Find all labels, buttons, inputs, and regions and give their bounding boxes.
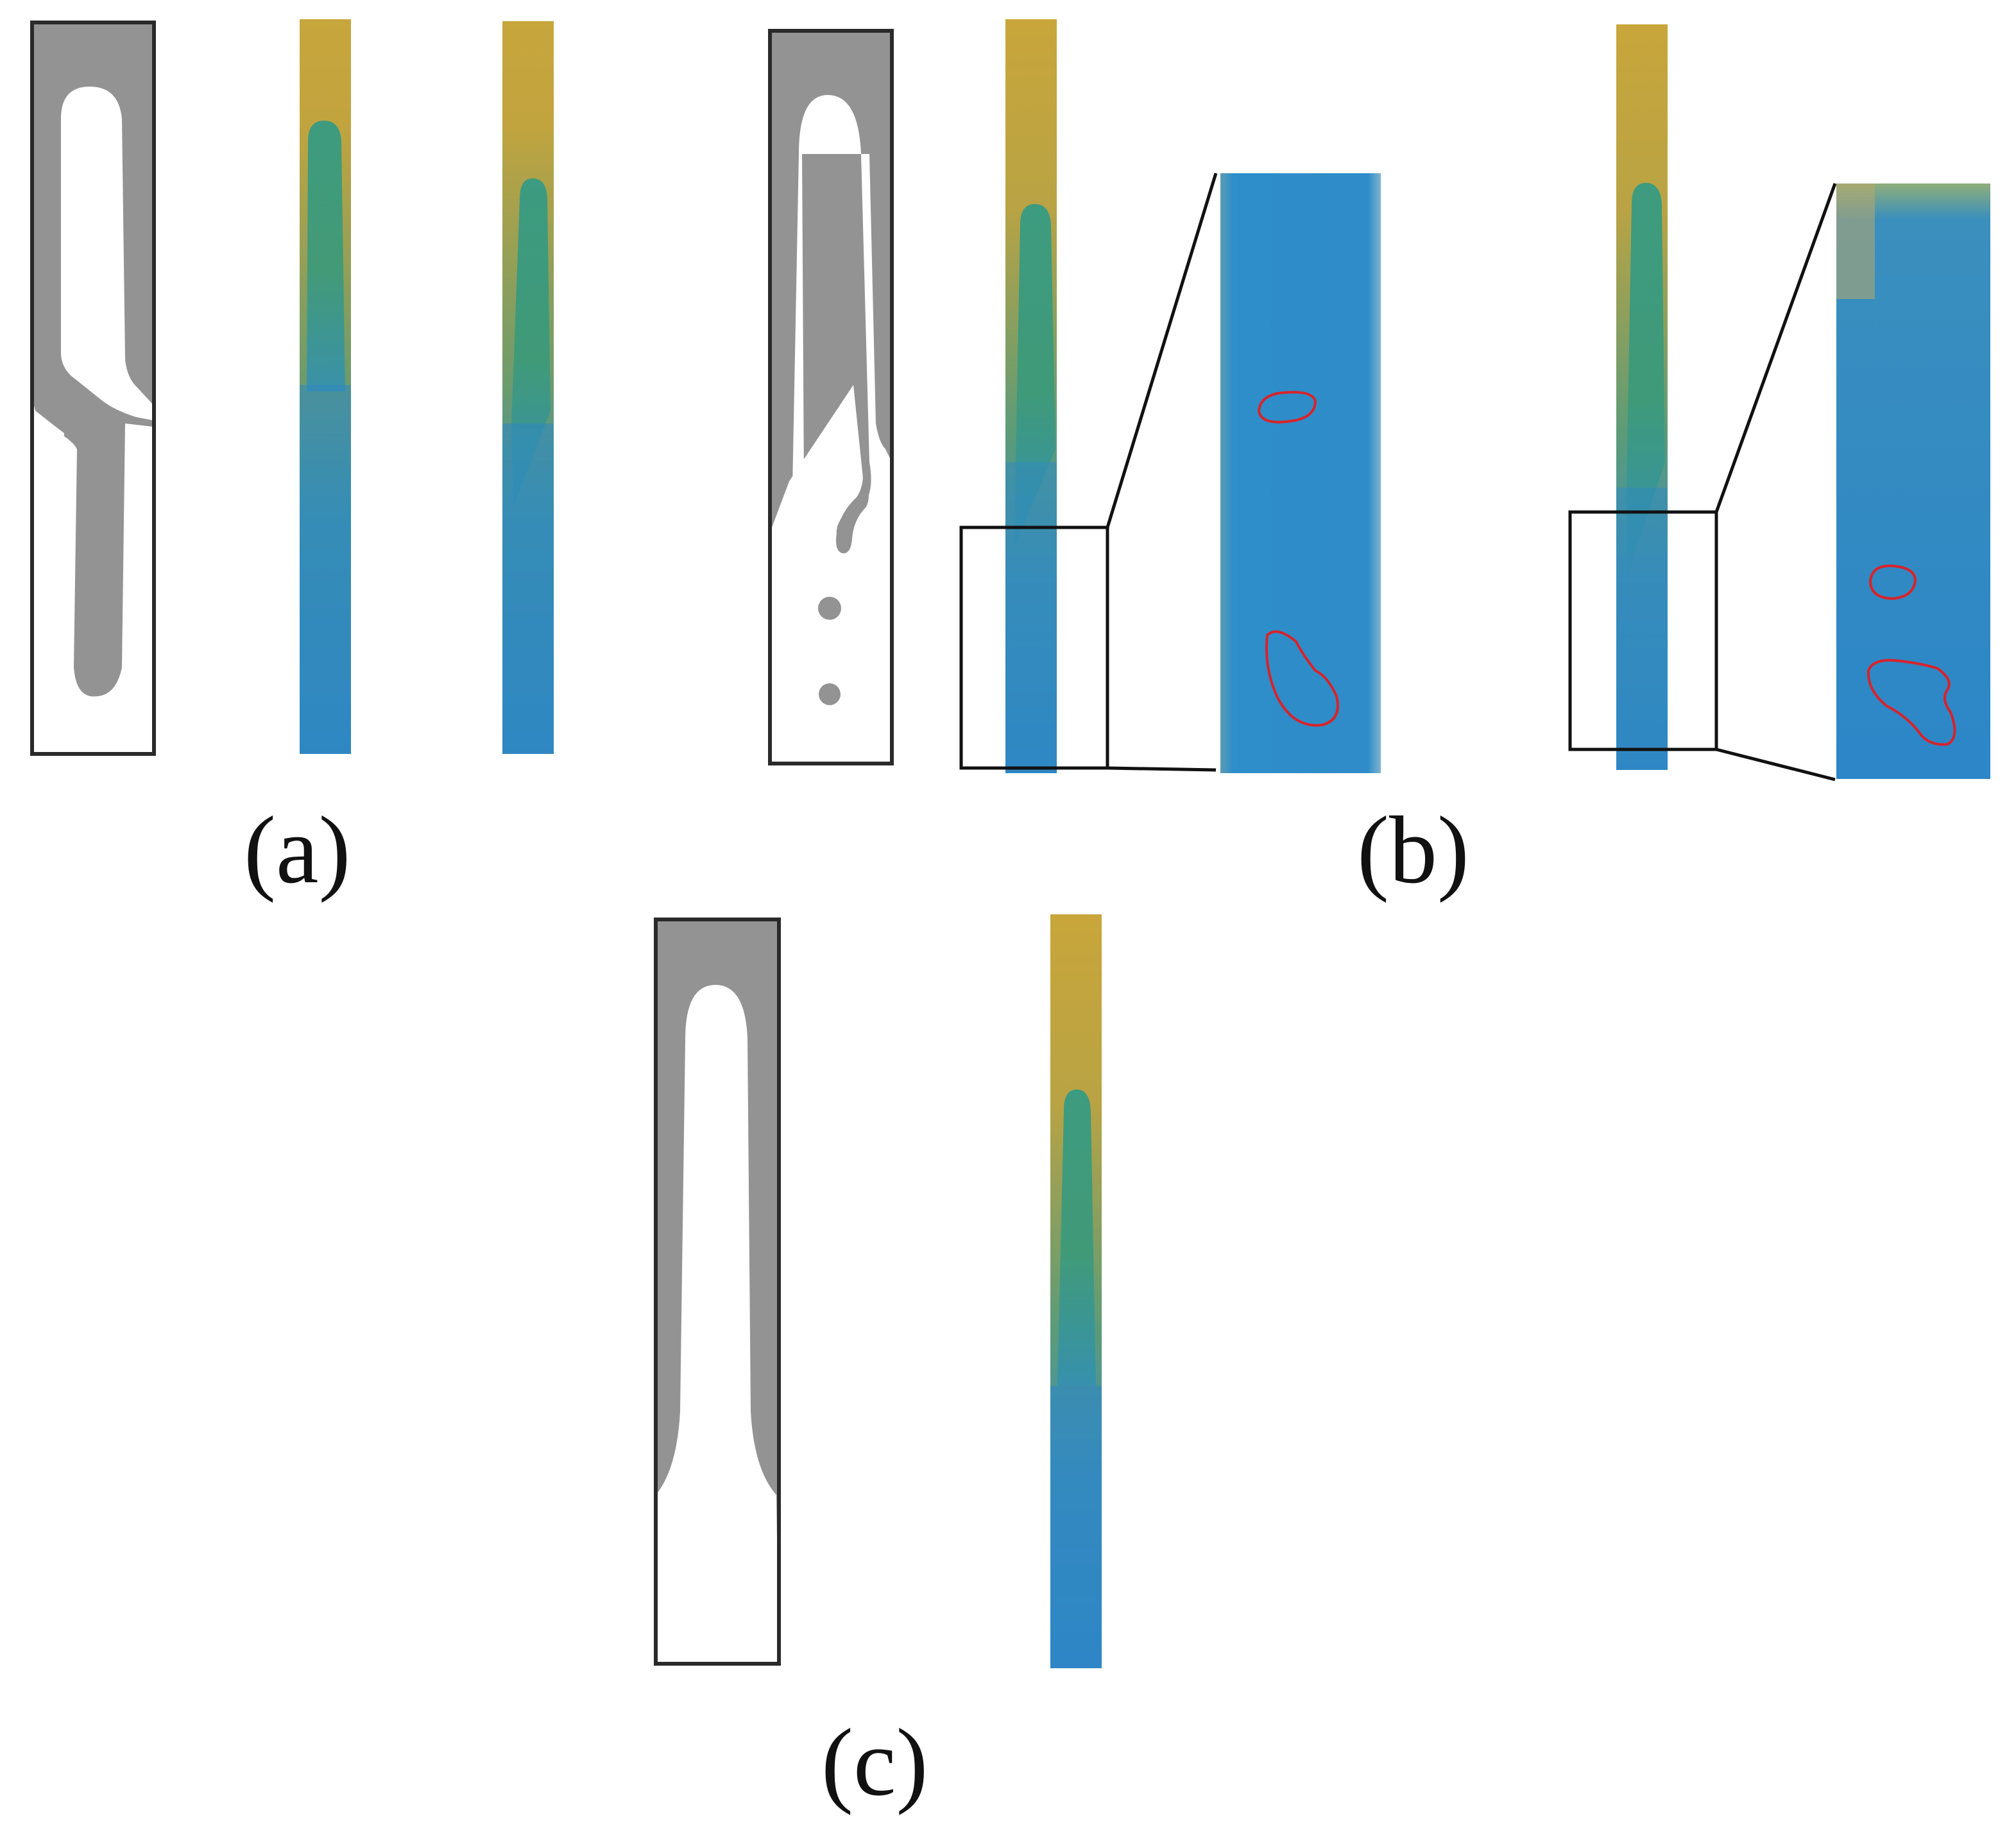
gray-droplet <box>818 597 841 620</box>
panel-label-a: (a) <box>244 797 351 903</box>
panel-label-b: (b) <box>1357 797 1469 903</box>
zoom-inset-image <box>1220 173 1381 773</box>
blue-lower <box>1050 1386 1102 1668</box>
panel-b <box>768 19 1990 782</box>
simulation-schematic-b <box>768 29 894 765</box>
upper-white-finger <box>61 87 153 420</box>
red-outline-small <box>1868 564 1917 601</box>
white-finger <box>656 985 779 1664</box>
white-lower-region <box>770 154 804 533</box>
sim-frame <box>654 918 781 1666</box>
green-finger <box>1057 1089 1096 1386</box>
lower-white-region-left <box>32 398 64 754</box>
connector-line-top <box>1714 183 1837 513</box>
simulation-schematic-c <box>654 918 781 1666</box>
zoom-indicator-b1 <box>959 173 1218 772</box>
sim-frame <box>768 29 894 765</box>
experiment-tube-c <box>1050 914 1102 1668</box>
experiment-tube-b2 <box>1616 24 1668 770</box>
panel-a <box>30 19 554 756</box>
zoom-inset-b2 <box>1836 184 1990 779</box>
green-finger <box>307 121 345 391</box>
zoom-rectangle <box>959 525 1109 770</box>
red-outline-large <box>1265 630 1339 727</box>
blue-lower <box>1616 488 1668 770</box>
zoom-indicator-b2 <box>1568 183 1837 782</box>
zoom-rectangle <box>1568 510 1718 751</box>
gray-droplet <box>819 683 841 705</box>
green-finger <box>1015 204 1055 545</box>
panel-label-c: (c) <box>821 1709 928 1816</box>
red-outline-large <box>1867 659 1956 746</box>
lower-white-region <box>64 423 153 754</box>
simulation-schematic-a <box>30 21 156 756</box>
blue-lower <box>1005 462 1057 773</box>
green-finger <box>1627 183 1665 577</box>
sim-frame <box>30 21 156 756</box>
zoom-inset-b1 <box>1220 173 1381 773</box>
experiment-tube-a2 <box>502 21 554 754</box>
red-outline-small <box>1257 391 1317 423</box>
blue-lower <box>502 423 554 754</box>
gray-tail <box>836 475 869 554</box>
inset-yellow-trace <box>1836 184 1875 299</box>
panel-c <box>654 914 1102 1668</box>
blue-lower <box>300 385 351 754</box>
connector-line-top <box>1106 173 1218 528</box>
connector-line-bottom <box>1107 766 1217 772</box>
experiment-tube-a1 <box>300 19 351 754</box>
white-bottom <box>770 533 892 764</box>
connector-line-bottom <box>1716 747 1836 782</box>
experiment-tube-b1 <box>1005 19 1057 773</box>
